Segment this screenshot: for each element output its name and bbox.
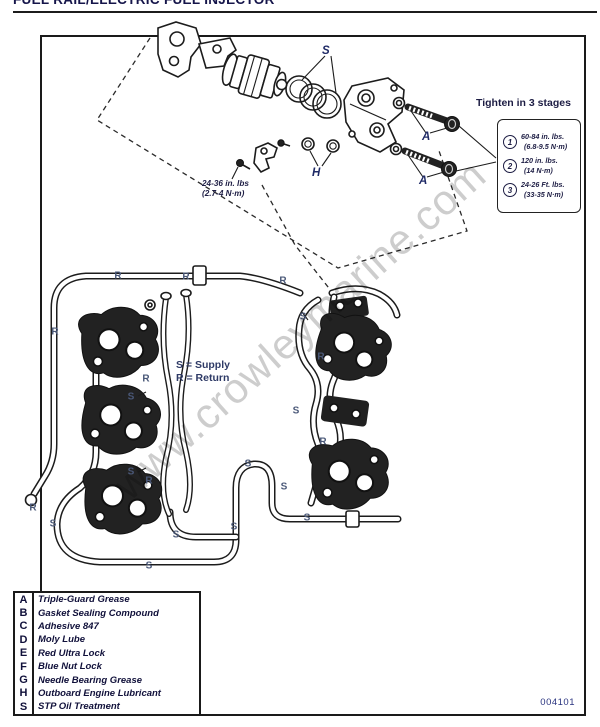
- tighten-heading: Tighten in 3 stages: [476, 97, 571, 109]
- callout-supply-orings: S: [322, 45, 330, 57]
- legend-row: A Triple-Guard Grease: [15, 593, 199, 606]
- legend-row: F Blue Nut Lock: [15, 660, 199, 673]
- hose-label-r: R: [182, 271, 190, 283]
- legend-row: D Moly Lube: [15, 633, 199, 646]
- legend-name: Adhesive 847: [38, 620, 99, 632]
- hose-label-r: R: [142, 373, 150, 385]
- legend-row: E Red Ultra Lock: [15, 647, 199, 660]
- mount-bolts-drawing: [389, 96, 460, 177]
- legend-row: H Outboard Engine Lubricant: [15, 687, 199, 700]
- legend-letter: D: [19, 633, 28, 646]
- hose-label-s: S: [49, 518, 57, 530]
- legend-letter: A: [19, 593, 28, 606]
- callout-bolt-a-1: A: [422, 131, 431, 143]
- hose-label-s: S: [244, 458, 252, 470]
- clamp-torque-note: 24-36 in. lbs (2.7-4 N·m): [202, 179, 249, 198]
- hose-label-s: S: [303, 512, 311, 524]
- legend-name: STP Oil Treatment: [38, 701, 120, 713]
- hose-label-r: R: [51, 326, 59, 338]
- hose-label-r: R: [319, 436, 327, 448]
- fuel-rail-assembly-drawing: [24, 265, 399, 562]
- supply-oring-set: [285, 75, 342, 119]
- figure-number: 004101: [540, 697, 575, 708]
- hose-label-s: S: [145, 560, 153, 572]
- legend-row: C Adhesive 847: [15, 620, 199, 633]
- legend-letter: B: [19, 607, 28, 620]
- legend-name: Gasket Sealing Compound: [38, 607, 159, 619]
- legend-name: Red Ultra Lock: [38, 647, 106, 659]
- legend-name: Triple-Guard Grease: [38, 594, 130, 606]
- legend-name: Moly Lube: [38, 634, 85, 646]
- hose-label-s: S: [127, 391, 135, 403]
- legend-letter: E: [19, 647, 28, 660]
- hose-label-s: S: [292, 405, 300, 417]
- hose-label-r: R: [29, 502, 37, 514]
- hose-label-s: S: [299, 311, 307, 323]
- hose-label-r: R: [114, 270, 122, 282]
- legend-row: G Needle Bearing Grease: [15, 673, 199, 686]
- hose-label-s: S: [280, 481, 288, 493]
- legend-letter: S: [19, 700, 28, 713]
- legend-row: S STP Oil Treatment: [15, 700, 199, 713]
- legend-row: B Gasket Sealing Compound: [15, 606, 199, 619]
- stage-number-badge: 1: [503, 135, 517, 149]
- hose-key: S = Supply R = Return: [176, 359, 230, 385]
- legend-letter: C: [19, 620, 28, 633]
- legend-letter: H: [19, 687, 28, 700]
- exploded-injector-drawing: [157, 21, 497, 180]
- hose-label-r: R: [317, 351, 325, 363]
- hose-label-r: R: [279, 275, 287, 287]
- hose-key-return: R = Return: [176, 372, 230, 384]
- hose-key-supply: S = Supply: [176, 359, 230, 371]
- hose-label-s: S: [230, 521, 238, 533]
- legend-divider: [32, 593, 34, 714]
- stage-number-badge: 2: [503, 159, 517, 173]
- callout-bolt-a-2: A: [419, 175, 428, 187]
- legend-name: Outboard Engine Lubricant: [38, 687, 161, 699]
- legend-letter: G: [19, 674, 28, 687]
- exploded-view-boundary: [96, 37, 468, 293]
- legend-name: Needle Bearing Grease: [38, 674, 143, 686]
- title-underline: [13, 11, 597, 13]
- stage-number-badge: 3: [503, 183, 517, 197]
- figure-frame: [40, 35, 586, 716]
- hose-label-r: R: [145, 475, 153, 487]
- callout-lubricant: H: [312, 167, 321, 179]
- legend-letter: F: [20, 660, 27, 673]
- legend-name: Blue Nut Lock: [38, 661, 102, 673]
- page-title: FUEL RAIL/ELECTRIC FUEL INJECTOR: [13, 0, 275, 7]
- hose-label-s: S: [127, 466, 135, 478]
- hose-label-s: S: [172, 529, 180, 541]
